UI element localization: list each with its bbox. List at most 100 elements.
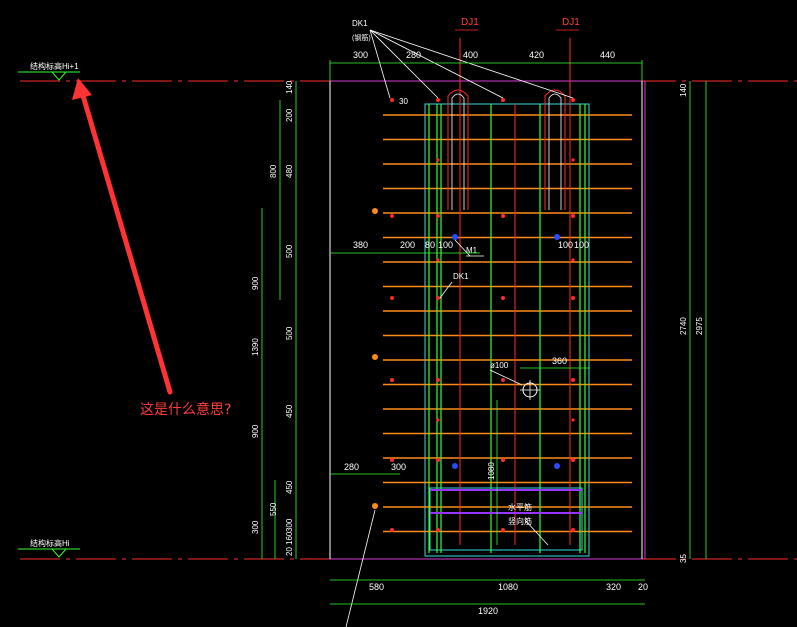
dj1-left-label: DJ1 xyxy=(461,17,479,28)
dim-top-4: 420 xyxy=(529,50,544,60)
dim-left-mid: 550 xyxy=(269,502,278,516)
mid-dims: 380 200 80 100 100 100 280 300 30 1080 xyxy=(344,97,589,480)
red-dot xyxy=(571,98,575,102)
dim-lines xyxy=(261,62,707,605)
dim-left-mid: 800 xyxy=(269,164,278,178)
red-dot xyxy=(571,528,575,532)
red-dot xyxy=(390,214,394,218)
dj1-right-label: DJ1 xyxy=(562,17,580,28)
dim-mid-1: 380 xyxy=(353,240,368,250)
dim-bottom-3: 320 xyxy=(606,582,621,592)
dim-mid-6: 100 xyxy=(574,240,589,250)
annotation-arrow xyxy=(72,78,173,395)
dim-bottom-2: 1080 xyxy=(498,582,518,592)
dim-top-1: 300 xyxy=(353,50,368,60)
dk1-top-label: DK1 xyxy=(352,19,368,28)
dim-left-outer: 900 xyxy=(251,276,260,290)
red-dot xyxy=(436,158,440,162)
dim-left-outer: 1390 xyxy=(251,338,260,356)
red-dot xyxy=(436,528,440,532)
left-dims: 1402004805005004504503001602080055090013… xyxy=(251,80,294,556)
red-dot xyxy=(571,296,575,300)
dim-left-inner: 200 xyxy=(285,108,294,122)
annotation-question: 这是什么意思? xyxy=(140,401,231,418)
orange-markers xyxy=(372,208,378,509)
level-marker-bottom[interactable]: 结构标高Hi xyxy=(18,538,80,558)
dim-bottom-1: 580 xyxy=(369,582,384,592)
cyan-frames xyxy=(424,103,590,557)
dim-left-inner: 450 xyxy=(285,480,294,494)
dk1-top-sub-label: (钢筋) xyxy=(352,33,371,42)
note-a: 水平筋 xyxy=(508,502,532,512)
red-dot xyxy=(571,158,575,162)
wall-outline xyxy=(329,80,646,560)
red-dot xyxy=(571,458,575,462)
dim-right-3: 2975 xyxy=(695,317,704,335)
red-dot xyxy=(571,418,575,422)
dim-left-outer: 900 xyxy=(251,424,260,438)
dim-left-inner: 500 xyxy=(285,244,294,258)
dim-left-inner: 500 xyxy=(285,326,294,340)
dim-total: 1920 xyxy=(478,606,498,616)
red-dot xyxy=(436,258,440,262)
dim-mid-8: 300 xyxy=(391,462,406,472)
dim-right-4: 35 xyxy=(679,554,688,563)
dim-left-inner: 450 xyxy=(285,404,294,418)
dim-mid-4: 100 xyxy=(438,240,453,250)
vertical-rebars xyxy=(329,60,643,553)
dim-left-outer: 300 xyxy=(251,520,260,534)
dim-left-inner: 160 xyxy=(285,531,294,545)
level-label-top: 结构标高Hi+1 xyxy=(30,61,79,71)
red-dot xyxy=(390,458,394,462)
dim-top-5: 440 xyxy=(600,50,615,60)
dim-left-inner: 140 xyxy=(285,80,294,94)
pipe-hole[interactable]: ø100 360 xyxy=(489,356,590,400)
level-marker-top[interactable]: 结构标高Hi+1 xyxy=(18,61,80,81)
dim-right-1: 140 xyxy=(679,83,688,97)
dim-top-2: 280 xyxy=(406,50,421,60)
dim-mid-3: 80 xyxy=(425,240,435,250)
horizontal-rebars xyxy=(383,114,632,533)
red-dot xyxy=(436,98,440,102)
red-dot xyxy=(571,258,575,262)
red-verticals xyxy=(447,38,571,545)
red-dot xyxy=(501,458,505,462)
hole-label: ø100 xyxy=(490,361,509,370)
anchor-dots xyxy=(390,98,575,532)
red-dot xyxy=(501,528,505,532)
m1-label: M1 xyxy=(466,246,478,255)
note-b: 竖向筋 xyxy=(508,516,532,526)
dim-left-inner: 300 xyxy=(285,518,294,532)
blue-dots xyxy=(452,234,560,469)
red-dot xyxy=(501,214,505,218)
dim-left-inner: 480 xyxy=(285,164,294,178)
dim-30: 30 xyxy=(399,97,408,106)
bottom-dims: 580 1080 320 20 1920 xyxy=(369,582,648,616)
dim-1080v: 1080 xyxy=(487,462,496,480)
red-dot xyxy=(390,296,394,300)
red-dot xyxy=(501,98,505,102)
top-dims: 300 280 400 420 440 xyxy=(353,50,615,60)
red-dot xyxy=(390,528,394,532)
dim-mid-2: 200 xyxy=(400,240,415,250)
red-dot xyxy=(390,378,394,382)
dim-top-3: 400 xyxy=(463,50,478,60)
dim-mid-7: 280 xyxy=(344,462,359,472)
red-dot xyxy=(501,378,505,382)
red-dot xyxy=(436,214,440,218)
red-dot xyxy=(501,296,505,300)
dk1-mid-label: DK1 xyxy=(453,272,469,281)
dim-left-inner: 20 xyxy=(285,547,294,556)
top-labels: DK1 (钢筋) DJ1 DJ1 M1 DK1 水平筋 竖向筋 xyxy=(352,17,580,546)
level-lines xyxy=(20,80,797,560)
dim-right-2: 2740 xyxy=(679,317,688,335)
dim-mid-5: 100 xyxy=(558,240,573,250)
dim-360: 360 xyxy=(552,356,567,366)
red-dot xyxy=(571,214,575,218)
level-label-bottom: 结构标高Hi xyxy=(30,538,70,548)
red-dot xyxy=(436,378,440,382)
dim-bottom-4: 20 xyxy=(638,582,648,592)
right-dims: 140 2740 2975 35 xyxy=(679,83,704,563)
red-dot xyxy=(571,378,575,382)
